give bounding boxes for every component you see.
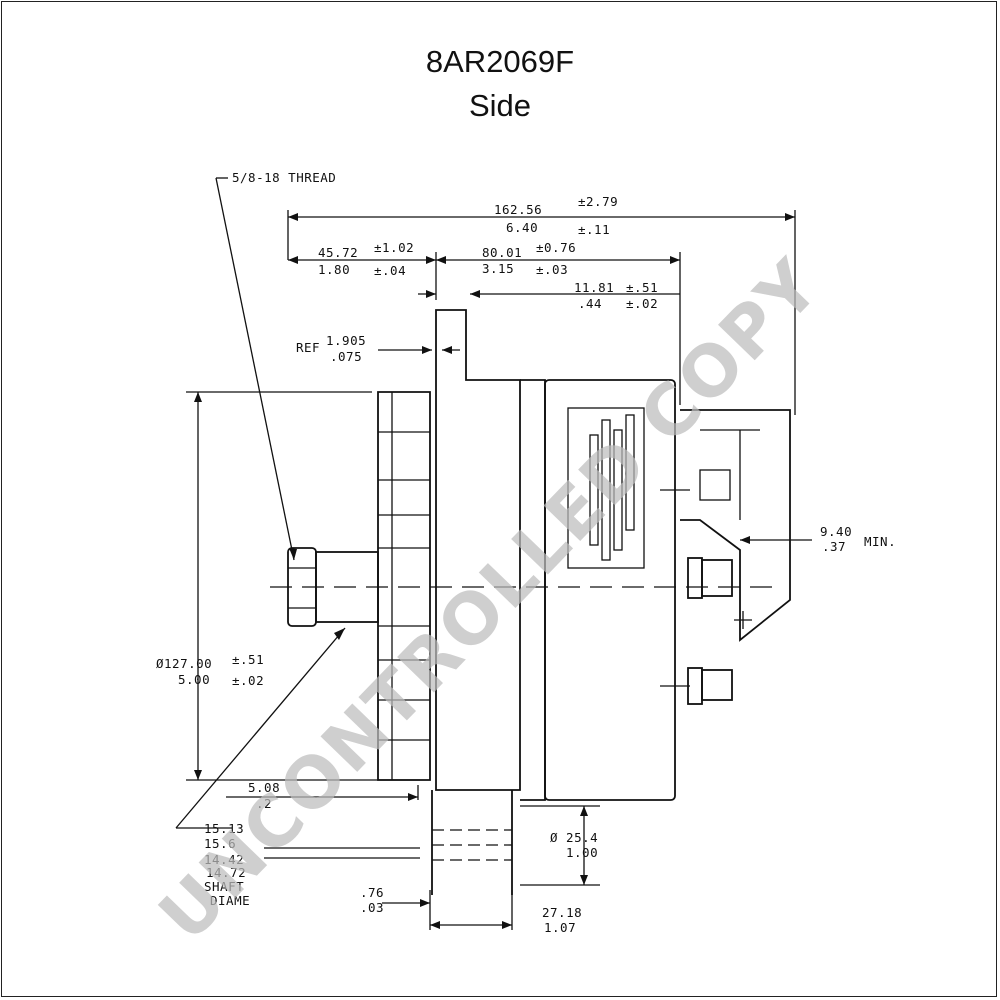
foot-in: .03: [360, 900, 384, 915]
diameter-tolerance-mm: ±.51: [232, 652, 264, 667]
ref-label: REF: [296, 340, 320, 355]
view-subtitle: Side: [468, 88, 532, 123]
bore-mm: Ø 25.4: [550, 830, 598, 845]
offset-tolerance-mm: ±.51: [626, 280, 658, 295]
overall-length-in: 6.40: [506, 220, 538, 235]
front-length-in: 1.80: [318, 262, 350, 277]
overall-tolerance-in: ±.11: [578, 222, 610, 237]
diameter-mm: Ø127.00: [156, 656, 212, 671]
shaft-dim-a: 15.13: [204, 821, 244, 836]
shaft-dim-c: 14.42: [204, 852, 244, 867]
arrowheads: [194, 213, 795, 929]
front-tolerance-in: ±.04: [374, 263, 406, 278]
mid-length-in: 3.15: [482, 261, 514, 276]
clearance-mm: 9.40: [820, 524, 852, 539]
shaft-dim-b: 15.6: [204, 836, 236, 851]
watermark-text: UNCONTROLLED COPY: [143, 244, 836, 957]
diameter-in: 5.00: [178, 672, 210, 687]
offset-tolerance-in: ±.02: [626, 296, 658, 311]
clearance-in: .37: [822, 539, 846, 554]
mount-in: 1.07: [544, 920, 576, 935]
mount-mm: 27.18: [542, 905, 582, 920]
part-number-title: 8AR2069F: [425, 44, 575, 79]
mid-tolerance-mm: ±0.76: [536, 240, 576, 255]
clearance-note: MIN.: [864, 534, 896, 549]
foot-mm: .76: [360, 885, 384, 900]
shaft-label-2: DIAME: [210, 893, 250, 908]
front-tolerance-mm: ±1.02: [374, 240, 414, 255]
offset-in: .44: [578, 296, 602, 311]
alternator-body: [270, 309, 791, 895]
mid-tolerance-in: ±.03: [536, 262, 568, 277]
shaft-dim-d: 14.72: [206, 865, 246, 880]
dimension-labels: 5/8-18 THREAD 162.56 ±2.79 6.40 ±.11 45.…: [156, 170, 896, 935]
front-length-mm: 45.72: [318, 245, 358, 260]
offset-mm: 11.81: [574, 280, 614, 295]
shaft-label-1: SHAFT: [204, 879, 244, 894]
thread-callout: 5/8-18 THREAD: [232, 170, 336, 185]
fan-offset-in: .2: [256, 796, 272, 811]
overall-length-mm: 162.56: [494, 202, 542, 217]
ref-mm: 1.905: [326, 333, 366, 348]
diameter-tolerance-in: ±.02: [232, 673, 264, 688]
ref-in: .075: [330, 349, 362, 364]
dimension-lines: [175, 177, 812, 930]
mid-length-mm: 80.01: [482, 245, 522, 260]
bore-in: 1.00: [566, 845, 598, 860]
fan-offset-mm: 5.08: [248, 780, 280, 795]
overall-tolerance-mm: ±2.79: [578, 194, 618, 209]
